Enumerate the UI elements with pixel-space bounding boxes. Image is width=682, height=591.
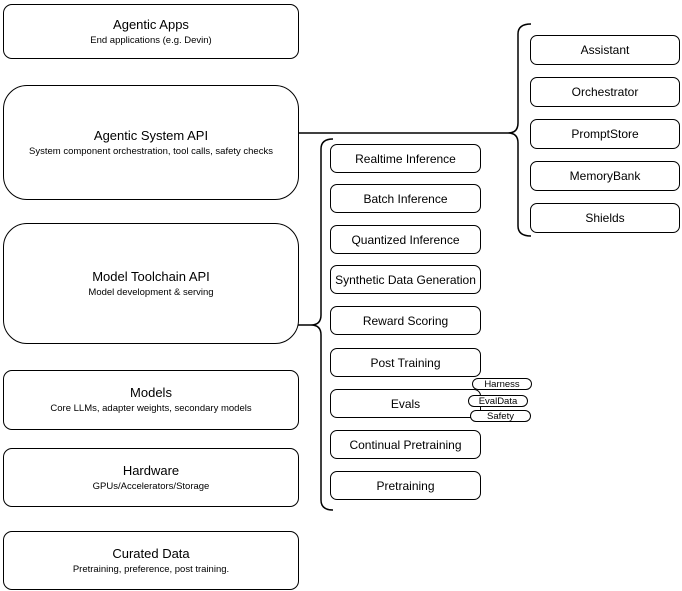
pill-safety: Safety bbox=[470, 410, 531, 422]
pill-evaldata: EvalData bbox=[468, 395, 528, 407]
node-agentic-apps: Agentic Apps End applications (e.g. Devi… bbox=[3, 4, 299, 59]
node-models: Models Core LLMs, adapter weights, secon… bbox=[3, 370, 299, 430]
node-quantized-inference: Quantized Inference bbox=[330, 225, 481, 254]
toolchain-components-bracket bbox=[310, 138, 334, 511]
node-subtitle: Model development & serving bbox=[88, 286, 214, 298]
node-subtitle: Core LLMs, adapter weights, secondary mo… bbox=[50, 403, 252, 414]
node-subtitle: GPUs/Accelerators/Storage bbox=[92, 480, 210, 492]
node-curated-data: Curated Data Pretraining, preference, po… bbox=[3, 531, 299, 590]
node-memorybank: MemoryBank bbox=[530, 161, 680, 191]
node-subtitle: End applications (e.g. Devin) bbox=[90, 34, 212, 46]
node-assistant: Assistant bbox=[530, 35, 680, 65]
node-title: Curated Data bbox=[112, 545, 190, 561]
node-model-toolchain-api: Model Toolchain API Model development & … bbox=[3, 223, 299, 344]
node-agentic-system-api: Agentic System API System component orch… bbox=[3, 85, 299, 200]
node-hardware: Hardware GPUs/Accelerators/Storage bbox=[3, 448, 299, 507]
node-batch-inference: Batch Inference bbox=[330, 184, 481, 213]
node-title: Model Toolchain API bbox=[92, 268, 210, 284]
node-title: Hardware bbox=[122, 462, 180, 478]
node-evals: Evals bbox=[330, 389, 481, 418]
node-continual-pretraining: Continual Pretraining bbox=[330, 430, 481, 459]
node-post-training: Post Training bbox=[330, 348, 481, 377]
node-subtitle: Pretraining, preference, post training. bbox=[72, 563, 230, 575]
node-shields: Shields bbox=[530, 203, 680, 233]
pill-harness: Harness bbox=[472, 378, 532, 390]
node-promptstore: PromptStore bbox=[530, 119, 680, 149]
node-subtitle: System component orchestration, tool cal… bbox=[29, 145, 273, 157]
node-title: Agentic Apps bbox=[113, 16, 189, 32]
node-realtime-inference: Realtime Inference bbox=[330, 144, 481, 173]
node-pretraining: Pretraining bbox=[330, 471, 481, 500]
node-title: Agentic System API bbox=[93, 127, 209, 143]
node-orchestrator: Orchestrator bbox=[530, 77, 680, 107]
system-components-bracket bbox=[507, 23, 532, 237]
node-reward-scoring: Reward Scoring bbox=[330, 306, 481, 335]
node-synthetic-data-generation: Synthetic Data Generation bbox=[330, 265, 481, 294]
node-title: Models bbox=[130, 385, 172, 400]
